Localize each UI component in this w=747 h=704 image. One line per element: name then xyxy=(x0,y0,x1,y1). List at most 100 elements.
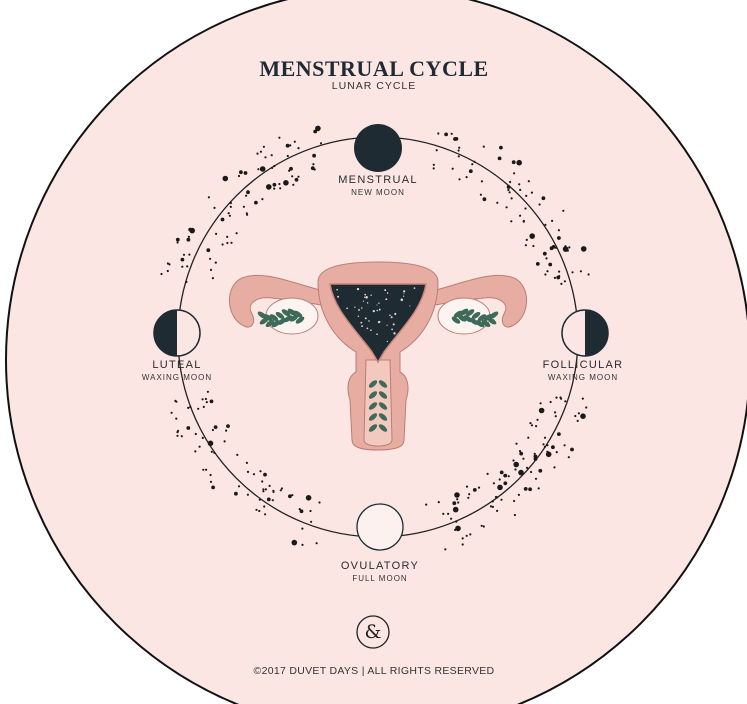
star-dot xyxy=(555,247,557,249)
star-dot xyxy=(518,494,520,496)
cavity-speckle xyxy=(376,304,377,305)
star-dot xyxy=(202,398,204,400)
star-dot xyxy=(574,415,576,417)
star-dot xyxy=(183,254,185,256)
star-dot xyxy=(498,157,502,161)
star-dot xyxy=(564,400,566,402)
star-dot xyxy=(555,397,557,399)
star-dot xyxy=(551,220,553,222)
star-dot xyxy=(483,525,485,527)
star-dot xyxy=(260,166,266,172)
cavity-speckle xyxy=(365,317,367,319)
star-dot xyxy=(546,452,552,458)
star-dot xyxy=(469,533,471,535)
star-dot xyxy=(271,154,273,156)
star-dot xyxy=(247,494,249,496)
star-dot xyxy=(471,163,473,165)
star-dot xyxy=(210,481,212,483)
star-dot xyxy=(226,424,230,428)
star-dot xyxy=(540,402,542,404)
star-dot xyxy=(542,196,546,200)
star-dot xyxy=(273,188,275,190)
star-dot xyxy=(283,180,289,186)
star-dot xyxy=(528,487,532,491)
star-dot xyxy=(289,167,293,171)
star-dot xyxy=(211,486,215,490)
star-dot xyxy=(228,212,230,214)
cavity-speckle xyxy=(385,298,387,300)
cavity-speckle xyxy=(387,341,388,342)
star-dot xyxy=(514,514,516,516)
star-dot xyxy=(497,485,503,491)
star-dot xyxy=(526,467,528,469)
star-dot xyxy=(215,233,217,235)
star-dot xyxy=(261,198,263,200)
star-dot xyxy=(577,420,579,422)
star-dot xyxy=(496,202,498,204)
star-dot xyxy=(226,242,228,244)
star-dot xyxy=(539,408,545,414)
star-dot xyxy=(530,471,532,473)
star-dot xyxy=(263,473,267,477)
star-dot xyxy=(273,165,275,167)
cavity-speckle xyxy=(357,288,359,290)
star-dot xyxy=(286,144,290,148)
star-dot xyxy=(188,236,190,238)
star-dot xyxy=(532,245,534,247)
star-dot xyxy=(239,170,243,174)
star-dot xyxy=(433,167,435,169)
star-dot xyxy=(253,473,255,475)
cavity-speckle xyxy=(370,329,372,331)
cavity-speckle xyxy=(409,305,410,306)
star-dot xyxy=(291,175,293,177)
star-dot xyxy=(511,197,513,199)
cavity-speckle xyxy=(358,309,360,311)
star-dot xyxy=(499,146,503,150)
star-dot xyxy=(189,406,191,408)
star-dot xyxy=(543,252,547,256)
star-dot xyxy=(206,401,208,403)
star-dot xyxy=(265,488,267,490)
star-dot xyxy=(580,413,586,419)
cavity-speckle xyxy=(336,289,338,291)
star-dot xyxy=(175,418,177,420)
star-dot xyxy=(444,133,448,137)
star-dot xyxy=(539,203,541,205)
star-dot xyxy=(210,474,212,476)
star-dot xyxy=(456,495,458,497)
star-dot xyxy=(181,435,183,437)
star-dot xyxy=(262,488,264,490)
star-dot xyxy=(538,487,540,489)
phase-moon-menstrual: NEW MOON xyxy=(318,188,438,197)
star-dot xyxy=(473,488,477,492)
star-dot xyxy=(215,262,217,264)
star-dot xyxy=(556,451,558,453)
star-dot xyxy=(197,408,199,410)
star-dot xyxy=(205,398,207,400)
star-dot xyxy=(188,254,190,256)
phase-moon-ovulatory: FULL MOON xyxy=(320,574,440,583)
star-dot xyxy=(452,168,454,170)
cavity-speckle xyxy=(367,302,369,304)
star-dot xyxy=(436,149,438,151)
cavity-speckle xyxy=(378,302,379,303)
cavity-speckle xyxy=(373,310,375,312)
star-dot xyxy=(199,446,201,448)
star-dot xyxy=(567,250,569,252)
cavity-speckle xyxy=(358,316,359,317)
star-dot xyxy=(503,481,507,485)
star-dot xyxy=(555,415,557,417)
star-dot xyxy=(263,146,265,148)
star-dot xyxy=(557,432,561,436)
star-dot xyxy=(175,401,177,403)
cavity-speckle xyxy=(387,292,389,294)
star-dot xyxy=(310,521,312,523)
star-dot xyxy=(306,495,312,501)
star-dot xyxy=(194,450,196,452)
star-dot xyxy=(529,233,535,239)
star-dot xyxy=(544,273,546,275)
star-dot xyxy=(312,154,316,158)
star-dot xyxy=(255,509,257,511)
phase-moon-follicular: WAXING MOON xyxy=(528,373,638,382)
